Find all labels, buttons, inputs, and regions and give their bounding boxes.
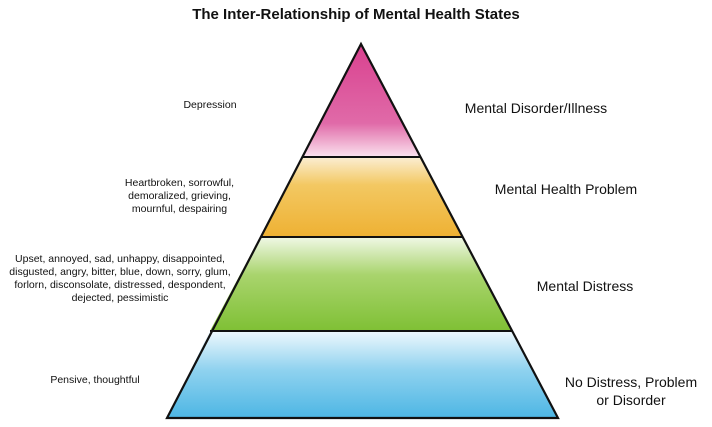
tier1-examples: Depression [183,99,237,111]
tier-mental-health-problem [260,157,462,237]
pyramid-outline [165,41,560,420]
diagram-title: The Inter-Relationship of Mental Health … [192,6,520,23]
tier3-examples: Upset, annoyed, sad, unhappy, disappoint… [9,253,231,304]
tier-mental-disorder [302,44,420,157]
tier-mental-distress [210,237,512,331]
tier-no-distress [167,331,558,418]
tier2-label: Mental Health Problem [494,181,638,197]
tier3-label: Mental Distress [536,278,634,294]
tier1-label: Mental Disorder/Illness [464,100,608,116]
tier4-examples: Pensive, thoughtful [50,374,140,386]
tier2-examples: Heartbroken, sorrowful, demoralized, gri… [124,177,235,215]
tier4-label: No Distress, Problem or Disorder [564,374,698,408]
